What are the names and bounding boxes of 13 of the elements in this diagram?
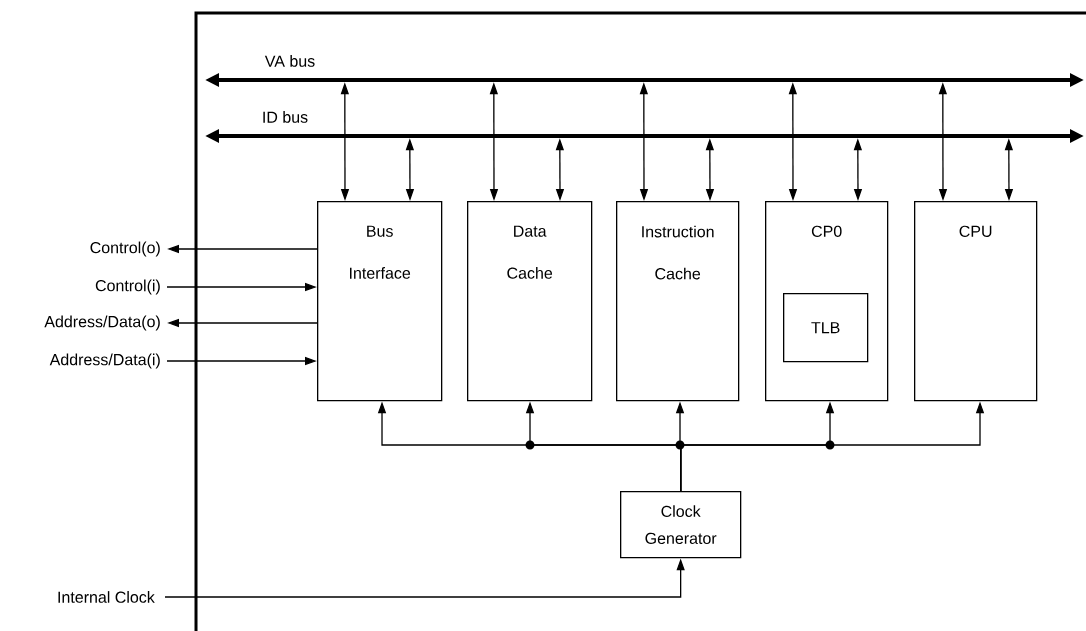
signal-label: Address/Data(i) <box>49 353 160 369</box>
block-box: Data Cache <box>467 201 593 402</box>
bus-label: ID bus <box>263 111 308 123</box>
block-box: CPU <box>914 201 1038 402</box>
signal-label: Internal Clock <box>58 591 155 603</box>
block-box: Clock Generator <box>620 491 742 559</box>
block-box: Instruction Cache <box>616 201 740 402</box>
signal-label: Address/Data(o) <box>44 315 160 331</box>
block-box: Bus Interface <box>317 201 443 402</box>
signal-label: Control(o) <box>90 241 160 257</box>
bus-label: VA bus <box>264 55 315 67</box>
signal-label: Control(i) <box>95 279 160 295</box>
block-box: TLB <box>783 293 869 363</box>
